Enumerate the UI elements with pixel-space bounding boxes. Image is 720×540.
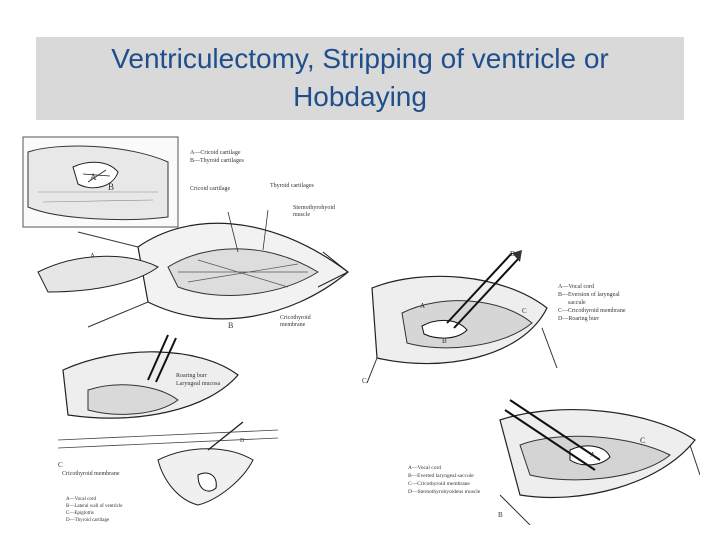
legend-bl-c: C—Epiglottis bbox=[66, 511, 94, 516]
letter-d-bottom: D bbox=[240, 438, 245, 444]
label-cricothyroid: Cricothyroid bbox=[280, 315, 311, 321]
title-band bbox=[36, 37, 684, 120]
mark-c-bottom: C bbox=[640, 436, 645, 445]
inset-larynx: A B bbox=[22, 136, 179, 228]
panel-letter-b: B bbox=[228, 321, 233, 330]
mark-a: A bbox=[420, 302, 425, 310]
legend-top-b: B—Thyroid cartilages bbox=[190, 158, 244, 164]
illustration-everted-saccule: C A A—Vocal cord B—Everted laryngeal sac… bbox=[408, 399, 700, 525]
legend-br-d: D—Sternothyrohyoideus muscle bbox=[408, 489, 481, 495]
legend-right-c: C—Cricothyroid membrane bbox=[558, 308, 626, 314]
mark-b: B bbox=[442, 337, 447, 345]
legend-br-b: B—Everted laryngeal saccule bbox=[408, 473, 474, 479]
legend-right-b: B—Eversion of laryngeal bbox=[558, 291, 620, 298]
panel-letter-b-bottom: B bbox=[498, 511, 503, 519]
label-cricoid-cartilage: Cricoid cartilage bbox=[190, 186, 230, 192]
illustration-larynx-exposure: A B A—Cricoid cartilage B—Thyroid cartil… bbox=[22, 136, 349, 330]
panel-letter-c-right: C bbox=[362, 377, 367, 385]
panel-letter-c-bottom: C bbox=[58, 461, 63, 469]
legend-right-b2: saccule bbox=[568, 300, 586, 306]
slide-title: Ventriculectomy, Stripping of ventricle … bbox=[36, 40, 684, 116]
mark-a-bottom: A bbox=[590, 451, 595, 459]
label-muscle: muscle bbox=[293, 212, 310, 218]
saccule-drawing bbox=[499, 399, 700, 525]
burr-drawing bbox=[366, 250, 558, 384]
inset-letter-a: A bbox=[90, 172, 97, 182]
label-sternothyrohyoid: Sternothyrohyoid bbox=[293, 205, 335, 211]
legend-bl-d: D—Thyroid cartilage bbox=[66, 518, 110, 523]
label-roaring-burr: Roaring burr bbox=[176, 373, 207, 379]
legend-br-c: C—Cricothyroid membrane bbox=[408, 481, 470, 487]
illustration-ventricle-stripping: Roaring burr Laryngeal mucosa D C Cricot… bbox=[58, 334, 279, 523]
legend-right-d: D—Roaring burr bbox=[558, 316, 599, 322]
mark-c: C bbox=[522, 307, 527, 315]
stripping-drawing bbox=[58, 334, 279, 506]
legend-br-a: A—Vocal cord bbox=[408, 465, 441, 471]
legend-bl-b: B—Lateral wall of ventricle bbox=[66, 504, 123, 509]
legend-top-a: A—Cricoid cartilage bbox=[190, 150, 241, 156]
slide-title-line2: Hobdaying bbox=[293, 81, 427, 112]
inset-letter-b: B bbox=[108, 182, 114, 192]
legend-right-a: A—Vocal cord bbox=[558, 284, 594, 290]
label-laryngeal-mucosa: Laryngeal mucosa bbox=[176, 381, 220, 387]
mark-d: D bbox=[510, 250, 515, 258]
label-membrane: membrane bbox=[280, 322, 306, 328]
panel-letter-a: A bbox=[90, 252, 95, 260]
label-cricothyroid-membrane: Cricothyroid membrane bbox=[62, 471, 120, 477]
label-thyroid-cartilages: Thyroid cartilages bbox=[270, 183, 314, 189]
incision-drawing bbox=[37, 209, 349, 328]
illustration-roaring-burr: A B C D A—Vocal cord B—Eversion of laryn… bbox=[362, 250, 626, 385]
slide-title-line1: Ventriculectomy, Stripping of ventricle … bbox=[111, 43, 609, 74]
legend-bl-a: A—Vocal cord bbox=[66, 497, 97, 502]
